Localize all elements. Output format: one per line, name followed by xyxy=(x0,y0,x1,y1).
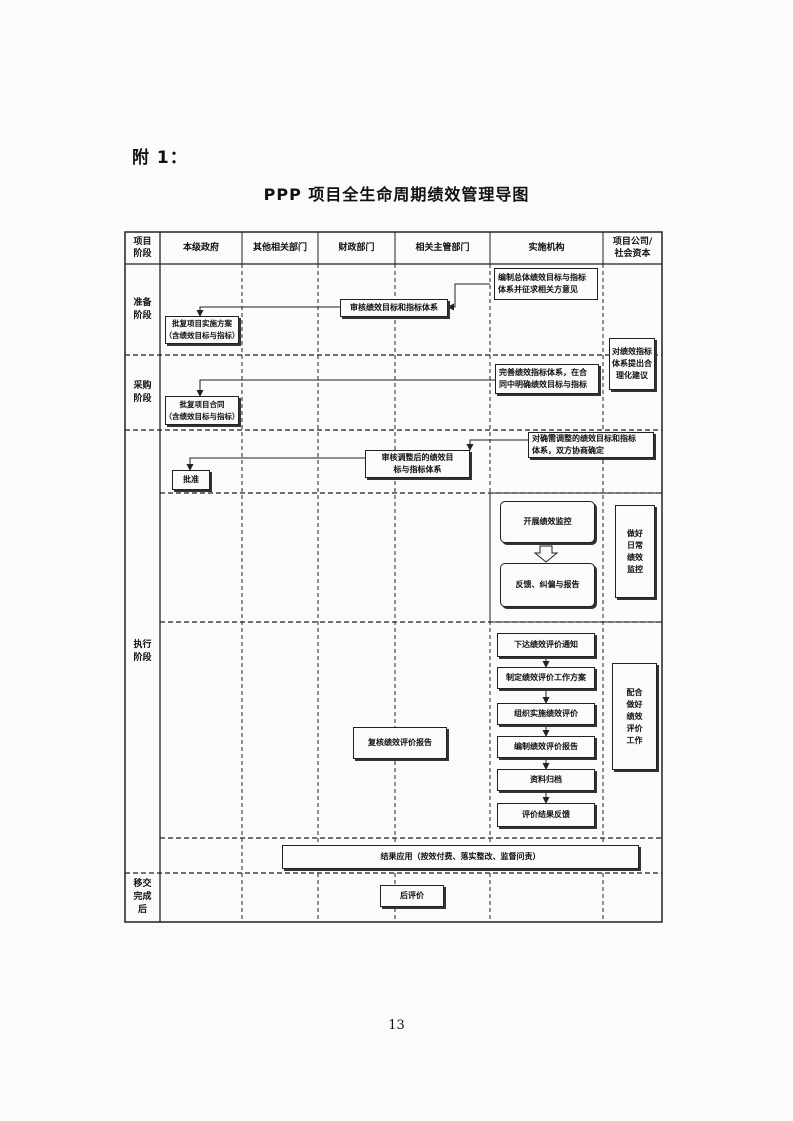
column-header-company: 项目公司/ 社会资本 xyxy=(612,237,653,259)
box-impl-eval-notice: 下达绩效评价通知 xyxy=(497,633,595,657)
box-gov-approve-contract: 批复项目合同 （含绩效目标与指标） xyxy=(165,396,240,425)
box-finance-recheck-report: 复核绩效评价报告 xyxy=(353,727,447,759)
box-impl-draft-targets: 编制总体绩效目标与指标 体系并征求相关方意见 xyxy=(494,268,598,300)
stage-label-procure: 采购 阶段 xyxy=(133,380,152,404)
stage-label-prep: 准备 阶段 xyxy=(133,297,152,321)
box-impl-archive: 资料归档 xyxy=(497,769,595,791)
column-header-stage: 项目 阶段 xyxy=(133,237,152,259)
page-title: PPP 项目全生命周期绩效管理导图 xyxy=(263,185,530,204)
stage-label-handover: 移交 完成 后 xyxy=(133,879,152,915)
box-result-application: 结果应用（按效付费、落实整改、监督问责） xyxy=(282,845,639,869)
column-header-finance: 财政部门 xyxy=(338,243,375,253)
box-impl-monitor: 开展绩效监控 xyxy=(500,501,595,543)
box-finance-review-adjusted: 审核调整后的绩效目 标与指标体系 xyxy=(365,450,470,478)
box-impl-perfect-contract: 完善绩效指标体系，在合 同中明确绩效目标与指标 xyxy=(495,364,599,394)
box-impl-eval-organize: 组织实施绩效评价 xyxy=(497,703,595,725)
stage-label-exec: 执行 阶段 xyxy=(133,639,152,663)
page-number: 13 xyxy=(388,1018,405,1033)
box-impl-adjust-targets: 对确需调整的绩效目标和指标 体系，双方协商确定 xyxy=(528,432,654,458)
box-company-eval: 配合 做好 绩效 评价 工作 xyxy=(612,663,657,770)
attachment-label: 附 1： xyxy=(132,148,188,168)
column-header-gov: 本级政府 xyxy=(182,243,219,253)
column-header-impl: 实施机构 xyxy=(528,243,565,253)
box-impl-feedback: 反馈、纠偏与报告 xyxy=(500,563,595,607)
column-header-other: 其他相关部门 xyxy=(252,243,307,253)
box-impl-eval-plan: 制定绩效评价工作方案 xyxy=(497,667,595,689)
box-company-advice: 对绩效指标 体系提出合 理化建议 xyxy=(609,338,655,390)
box-post-evaluation: 后评价 xyxy=(380,885,444,907)
box-company-monitor: 做好 日常 绩效 监控 xyxy=(615,505,655,598)
box-impl-eval-report: 编制绩效评价报告 xyxy=(497,736,595,758)
box-impl-eval-result: 评价结果反馈 xyxy=(497,803,595,827)
box-gov-approve: 批准 xyxy=(172,470,210,490)
column-header-industry: 相关主管部门 xyxy=(415,243,470,253)
box-finance-review-targets: 审核绩效目标和指标体系 xyxy=(340,299,448,317)
box-gov-approve-plan: 批复项目实施方案 （含绩效目标与指标） xyxy=(165,316,240,344)
